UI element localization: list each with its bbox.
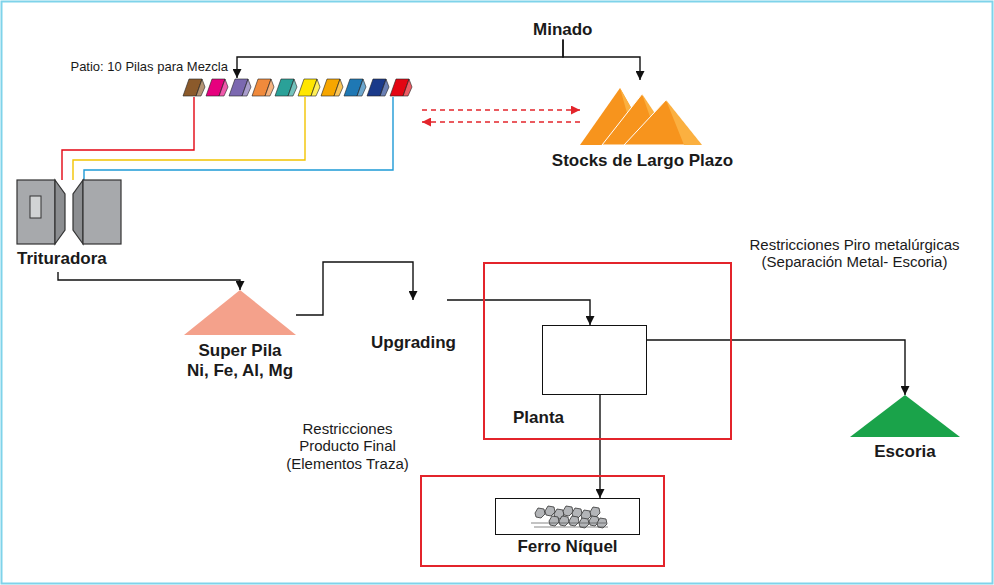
node-label: Trituradora — [17, 249, 107, 269]
drawing-part — [17, 180, 55, 244]
product-region: Restricciones Producto Final (Elementos … — [420, 475, 665, 567]
flow-connector — [296, 262, 413, 315]
flow-connector — [73, 97, 305, 180]
node-label: Upgrading — [371, 333, 456, 353]
source-label: Minado — [533, 20, 593, 40]
flow-connector — [62, 97, 194, 180]
drawing-part — [403, 79, 412, 96]
drawing-part — [559, 516, 569, 526]
drawing-part — [334, 79, 343, 96]
blend-yard: Patio: 10 Pilas para Mezcla — [183, 78, 422, 97]
plant-box: Planta — [542, 325, 647, 395]
node-label: Restricciones Producto Final (Elementos … — [275, 420, 420, 472]
flow-connector — [599, 395, 600, 498]
node-label: Stocks de Largo Plazo — [552, 151, 733, 171]
drawing-part — [83, 180, 121, 244]
slag-pile-drawing — [850, 395, 960, 437]
transfer-arrow — [422, 109, 580, 110]
drawing-part — [73, 180, 83, 244]
drawing-part — [380, 79, 389, 96]
drawing-part — [569, 516, 579, 526]
drawing-part — [311, 79, 320, 96]
drawing-part — [624, 100, 702, 145]
flow-connector — [58, 272, 240, 290]
drawing-part — [535, 508, 545, 518]
drawing-part — [265, 79, 274, 96]
drawing-part — [288, 79, 297, 96]
drawing-part — [545, 506, 555, 516]
long-term-stock-drawing — [580, 80, 705, 145]
drawing-part — [184, 290, 296, 335]
flow-connector — [563, 40, 640, 81]
drawing-part — [196, 79, 205, 96]
flow-connector — [237, 40, 563, 79]
drawing-part — [590, 507, 600, 517]
drawing-part — [357, 79, 366, 96]
drawing-part — [55, 180, 65, 244]
pyrometallurgy-region: Restricciones Piro metalúrgicas (Separac… — [483, 262, 732, 440]
drawing-part — [219, 79, 228, 96]
crusher-drawing — [17, 180, 121, 244]
transfer-arrow — [422, 121, 580, 122]
drawing-part — [563, 506, 573, 516]
drawing-part — [242, 79, 251, 96]
slag-pile: Escoria — [850, 395, 960, 437]
ferronickel-box-drawing — [496, 499, 641, 536]
flow-connector — [647, 340, 905, 395]
node-label: Patio: 10 Pilas para Mezcla — [70, 60, 228, 75]
super-stockpile: Super Pila Ni, Fe, Al, Mg — [184, 290, 296, 335]
ferronickel-box: Ferro Níquel — [495, 498, 640, 535]
node-label: Ferro Níquel — [517, 537, 617, 557]
upgrading-step: Upgrading — [369, 300, 458, 353]
node-label: Minado — [533, 20, 593, 40]
crusher: Trituradora — [17, 180, 121, 272]
drawing-part — [666, 100, 702, 145]
drawing-part — [30, 196, 41, 218]
drawing-part — [531, 523, 608, 527]
blend-yard-drawing — [183, 78, 415, 97]
flow-connector — [447, 300, 590, 325]
node-label: Restricciones Piro metalúrgicas (Separac… — [747, 236, 962, 271]
flow-connector — [84, 97, 393, 180]
drawing-part — [549, 516, 559, 526]
super-stockpile-drawing — [184, 290, 296, 335]
node-label: Escoria — [874, 442, 935, 462]
node-label: Super Pila Ni, Fe, Al, Mg — [186, 341, 294, 380]
node-label: Planta — [513, 408, 564, 428]
long-term-stock: Stocks de Largo Plazo — [580, 80, 705, 145]
drawing-part — [850, 395, 960, 437]
